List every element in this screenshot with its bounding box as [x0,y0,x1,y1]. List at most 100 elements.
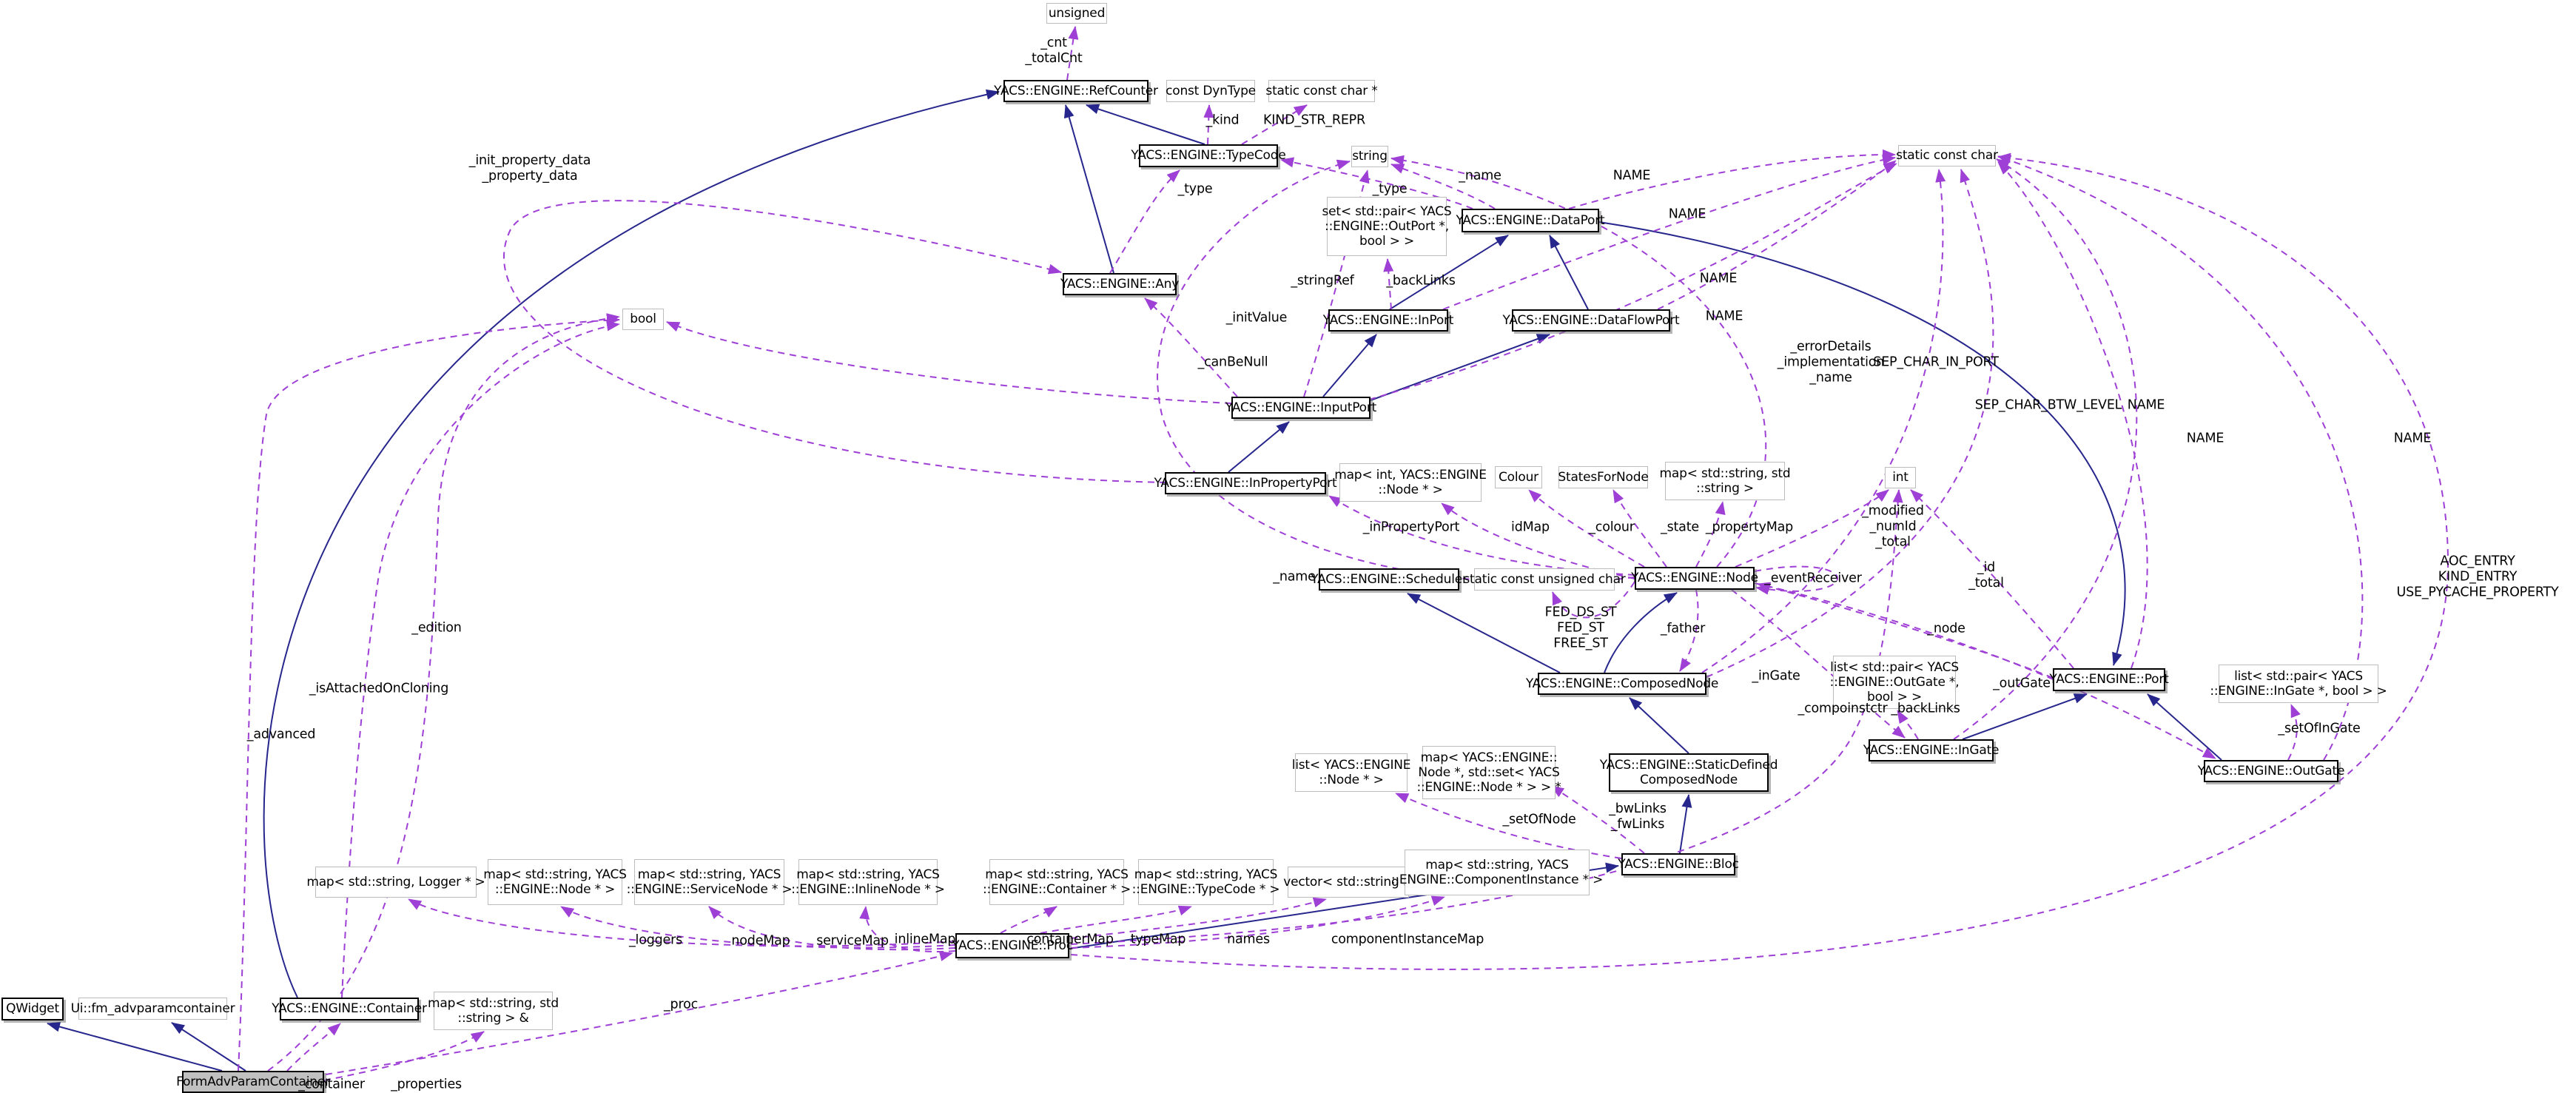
edge-label-_edition: _edition [411,620,462,636]
edge-label-_bwlinks: _bwLinks _fwLinks [1609,801,1667,832]
edge-label-_modified: _modified _numId _total [1862,503,1924,550]
edge-dataport-to-typecode [1280,157,1473,209]
edge-any-to-typecode [1109,169,1180,274]
edge-label-aoc_entry: AOC_ENTRY KIND_ENTRY USE_PYCACHE_PROPERT… [2396,554,2559,600]
edge-label-name: NAME [2127,397,2165,413]
edge-label-inlinemap: inlineMap [894,932,956,947]
edge-outgate-to-listingate [2287,704,2301,761]
edge-label-_ingate: _inGate [1752,668,1800,684]
edge-dataport-to-scc [1568,149,1896,209]
edge-typecode-to-dyntype [1203,104,1214,145]
node-colour: Colour [1495,466,1542,488]
edge-label-sep_char_in_port: SEP_CHAR_IN_PORT [1873,354,1999,370]
edge-proc-to-mapcontainer [1000,906,1057,934]
edge-sdcn-to-composednode [1629,697,1689,754]
edge-label-_backlinks: _backLinks [1891,701,1960,716]
edge-inpropertyport-to-any [502,200,1167,483]
node-dataport[interactable]: YACS::ENGINE::DataPort [1456,209,1605,232]
edge-inputport-to-scc [1368,163,1897,400]
node-vectorstring: vector< std::string > [1283,867,1413,898]
node-inputport[interactable]: YACS::ENGINE::InputPort [1225,397,1376,419]
edge-label-kind_str_repr: KIND_STR_REPR [1263,112,1365,128]
node-maplogger: map< std::string, Logger * > [306,867,485,898]
edge-label-_type: _type [1372,181,1408,197]
edge-proc-to-mapinline [859,906,956,952]
edge-port-to-scc [1997,161,2148,669]
edge-main-to-proc [325,951,953,1075]
edge-label-_kind: _kind [1205,112,1240,128]
node-mapinline: map< std::string, YACS ::ENGINE::InlineN… [791,859,945,905]
node-node[interactable]: YACS::ENGINE::Node [1631,567,1758,590]
edge-label-name: NAME [1705,309,1743,324]
node-ui: Ui::fm_advparamcontainer [71,998,235,1020]
edge-inpropertyport-to-inputport [1228,421,1290,473]
node-composednode[interactable]: YACS::ENGINE::ComposedNode [1526,673,1718,695]
edge-inport-to-dataport [1389,235,1509,310]
edge-proc-to-vectorstring [1070,897,1327,939]
node-main[interactable]: FormAdvParamContainer [176,1071,330,1093]
edge-proc-to-int [1070,489,1903,945]
edge-proc-to-scc [1070,152,2449,970]
node-outgate[interactable]: YACS::ENGINE::OutGate [2198,760,2344,782]
node-dataflowport[interactable]: YACS::ENGINE::DataFlowPort [1503,309,1680,332]
node-scc: static const char [1896,145,1998,167]
node-setoutport: set< std::pair< YACS ::ENGINE::OutPort *… [1322,197,1452,256]
edge-composednode-to-node [1604,592,1678,673]
edge-bloc-to-sdcn [1679,794,1692,854]
node-listoutgate: list< std::pair< YACS ::ENGINE::OutGate … [1830,656,1960,709]
edge-ingate-to-port [1962,693,2088,740]
edge-label-name: NAME [1668,206,1706,222]
node-bloc[interactable]: YACS::ENGINE::Bloc [1618,853,1739,875]
edge-label-_loggers: _loggers [628,932,683,948]
edge-port-to-int [1910,489,2074,669]
node-containercls[interactable]: YACS::ENGINE::Container [272,998,427,1020]
node-statesfornode: StatesForNode [1558,466,1649,488]
node-typecode[interactable]: YACS::ENGINE::TypeCode [1131,144,1286,167]
edge-node-to-mapstrstr [1695,501,1726,568]
edge-label-_stringref: _stringRef [1291,273,1354,289]
edge-node-to-node [1754,565,1838,595]
node-scuc: static const unsigned char [1463,568,1626,591]
edge-label-_proc: _proc [664,997,698,1012]
edge-label-names: names [1227,932,1270,947]
node-bool: bool [622,309,664,330]
edge-typecode-to-refcounter [1086,104,1205,145]
node-ingate[interactable]: YACS::ENGINE::InGate [1863,739,1999,761]
edge-composednode-to-scc [1701,169,1946,673]
edge-dataflowport-to-scc [1657,160,1897,310]
node-sdcn[interactable]: YACS::ENGINE::StaticDefined ComposedNode [1600,753,1778,792]
node-inpropertyport[interactable]: YACS::ENGINE::InPropertyPort [1154,472,1337,494]
edge-label-_properties: _properties [391,1077,462,1092]
edge-label-_id: _id _total [1968,560,2004,591]
node-refcounter[interactable]: YACS::ENGINE::RefCounter [994,80,1158,102]
edge-bloc-to-mapnodeset [1550,785,1645,854]
node-proc[interactable]: YACS::ENGINE::Proc [952,933,1073,958]
edge-label-name: NAME [2393,431,2432,446]
node-qwidget[interactable]: QWidget [1,998,64,1020]
node-dyntype: const DynType [1166,80,1256,102]
node-any[interactable]: YACS::ENGINE::Any [1060,273,1179,295]
edge-port-to-node [1757,582,2054,679]
edge-label-_setofnode: _setOfNode [1502,812,1576,827]
node-port[interactable]: YACS::ENGINE::Port [2049,668,2169,691]
edge-label-idmap: idMap [1511,519,1550,535]
edge-label-_cnt: _cnt _totalCnt [1025,36,1083,66]
edge-label-_advanced: _advanced [246,727,316,742]
node-maptypecode: map< std::string, YACS ::ENGINE::TypeCod… [1132,859,1280,905]
node-int: int [1885,467,1916,488]
edge-main-to-containercls [286,1023,341,1072]
node-scheduler[interactable]: YACS::ENGINE::Scheduler [1311,568,1467,591]
edge-node-to-statesfornode [1612,489,1667,568]
node-mapcontainer: map< std::string, YACS ::ENGINE::Contain… [983,859,1131,905]
edge-label-_backlinks: _backLinks [1386,273,1456,289]
edge-label-_container: _container [298,1077,365,1092]
edge-proc-to-mapnode [560,906,956,949]
edge-dataport-to-port [1598,221,2126,666]
edge-label-_colour: _colour [1589,519,1635,535]
node-string: string [1351,146,1388,167]
edge-inputport-to-dataflowport [1370,334,1550,401]
node-mapnodeset: map< YACS::ENGINE:: Node *, std::set< YA… [1416,746,1561,799]
node-inport[interactable]: YACS::ENGINE::InPort [1323,309,1453,332]
node-unsigned: unsigned [1046,3,1107,24]
edge-proc-to-mapservice [708,906,956,951]
